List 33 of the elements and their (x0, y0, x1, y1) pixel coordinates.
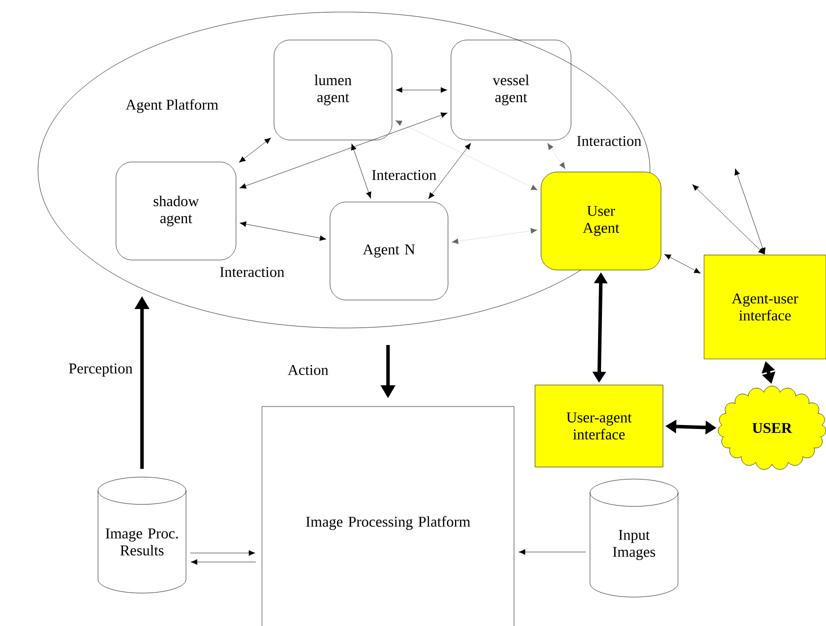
arrow (240, 221, 326, 241)
arrow (428, 142, 471, 200)
arrow (190, 550, 256, 556)
arrow (190, 559, 256, 565)
edge-label: Perception (68, 363, 132, 377)
interaction-label: Interaction (370, 168, 438, 182)
agent-box: User Agent (540, 172, 662, 270)
arrow (395, 120, 538, 190)
user-cloud: USER (718, 386, 826, 470)
arrow (238, 138, 272, 163)
platform-title: Agent Platform (126, 99, 218, 113)
interface-box: User-agent interface (534, 384, 664, 468)
edge-label: Action (288, 364, 328, 376)
agent-box: Agent N (330, 202, 448, 300)
interaction-label: Interaction (576, 134, 642, 148)
interaction-label: Interaction (218, 266, 286, 278)
arrow (664, 254, 701, 274)
arrow (518, 549, 586, 555)
arrow (734, 168, 766, 254)
arrow (547, 143, 566, 169)
agent-box: vessel agent (450, 40, 572, 140)
arrow (396, 87, 448, 93)
interface-box: Agent-user interface (704, 254, 826, 360)
agent-box: shadow agent (116, 162, 236, 260)
arrow (240, 112, 448, 189)
arrow (692, 184, 765, 254)
database-cylinder: Input Images (590, 478, 678, 598)
platform-box: Image Processing Platform (262, 406, 514, 626)
platform-ellipse (38, 12, 650, 328)
database-cylinder: Image Proc. Results (98, 476, 186, 594)
arrow (452, 228, 538, 244)
agent-box: lumen agent (274, 40, 392, 140)
arrow (351, 144, 372, 198)
